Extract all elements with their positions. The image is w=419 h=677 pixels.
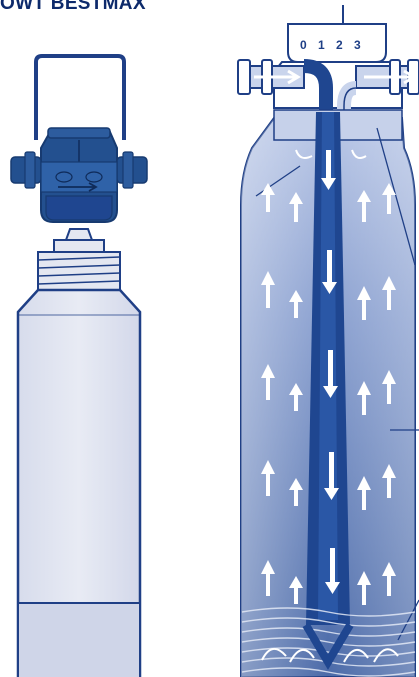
dial-label: 3 xyxy=(354,38,361,52)
filter-head xyxy=(11,56,147,222)
filter-cartridge xyxy=(18,229,140,677)
dial-label: 2 xyxy=(336,38,343,52)
dial-label: 0 xyxy=(300,38,307,52)
dial-label: 1 xyxy=(318,38,325,52)
canister-cutaway: 0 1 2 3 xyxy=(238,5,419,677)
